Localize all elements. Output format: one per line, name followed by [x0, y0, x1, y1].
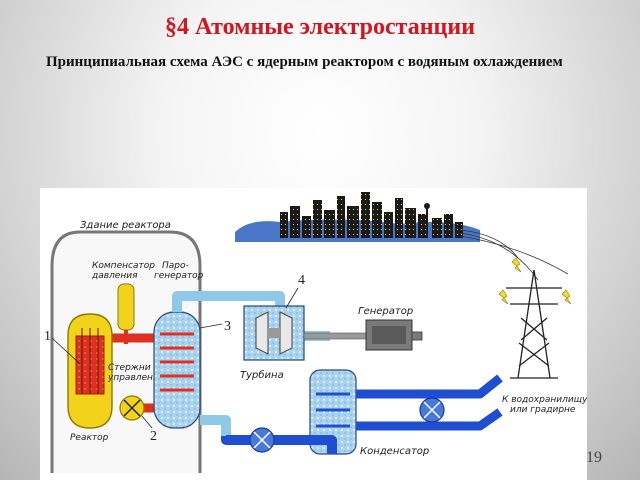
city-skyline [235, 192, 480, 242]
marker-4: 4 [298, 273, 305, 288]
building-label: Здание реактора [80, 220, 171, 231]
turbine [243, 305, 305, 361]
marker-1: 1 [44, 329, 51, 344]
turbine-label: Турбина [240, 369, 284, 381]
tower-insulators [498, 257, 572, 305]
primary-pump [119, 395, 145, 421]
reactor-vessel [67, 313, 113, 429]
feedwater-loop [221, 435, 337, 454]
reactor-label: Реактор [70, 433, 109, 443]
condenser-label: Конденсатор [360, 446, 429, 457]
cooling-loop [356, 374, 503, 431]
control-rods-label-1: Стержни [108, 363, 151, 373]
steam-generator-label-1: Паро- [162, 261, 189, 271]
slide-subtitle: Принципиальная схема АЭС с ядерным реакт… [46, 54, 563, 70]
power-lines [459, 229, 569, 281]
marker-3: 3 [224, 319, 231, 334]
reservoir-label-1: К водохранилищу [502, 395, 587, 405]
reservoir-label-2: или градирне [510, 405, 576, 415]
condenser [309, 369, 357, 455]
page-number: 19 [586, 449, 602, 466]
cooling-pump [419, 397, 445, 423]
pressurizer-label-1: Компенсатор [92, 261, 155, 271]
generator [365, 319, 423, 351]
feedwater-pump [249, 427, 275, 453]
marker-leaders [51, 287, 299, 429]
steam-generator [153, 311, 201, 429]
steam-generator-label-2: генератор [154, 271, 204, 281]
slide-title: §4 Атомные электростанции [164, 14, 476, 40]
transmission-tower [506, 269, 562, 379]
turbine-shaft [303, 332, 367, 340]
npp-diagram: Здание реактора Компенсатор давления Пар… [40, 188, 587, 480]
generator-label: Генератор [358, 306, 413, 317]
pressurizer-label-2: давления [91, 271, 138, 281]
control-rods-label-2: управления [107, 373, 165, 383]
marker-2: 2 [150, 429, 157, 444]
